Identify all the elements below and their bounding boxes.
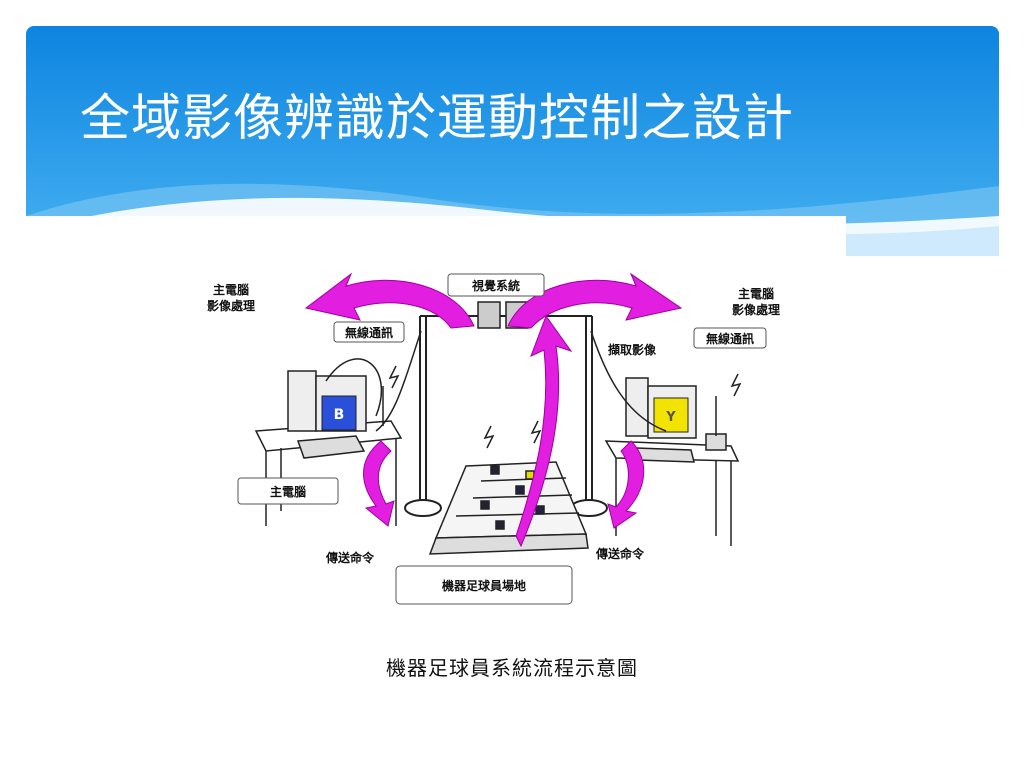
diagram-canvas: B Y: [26, 216, 846, 626]
right-wireless-label: 無線通訊: [693, 327, 767, 349]
vision-system-label: 視覺系統: [447, 273, 545, 297]
svg-text:主電腦: 主電腦: [270, 484, 306, 499]
svg-text:B: B: [334, 407, 345, 423]
camera-stand: [404, 315, 608, 517]
svg-text:視覺系統: 視覺系統: [471, 278, 520, 293]
antenna-icons: [382, 365, 742, 449]
svg-text:機器足球員場地: 機器足球員場地: [442, 578, 526, 593]
left-pc-label-line1: 主電腦: [213, 282, 249, 297]
capture-image-label: 擷取影像: [608, 342, 657, 357]
svg-text:Y: Y: [665, 410, 676, 425]
svg-text:無線通訊: 無線通訊: [345, 325, 393, 340]
diagram-caption: 機器足球員系統流程示意圖: [386, 656, 638, 680]
right-pc-label-line2: 影像處理: [732, 302, 780, 317]
field-label: 機器足球員場地: [395, 565, 573, 605]
data-flow-arrows: [304, 272, 683, 548]
soccer-field-icon: [428, 461, 589, 555]
right-pc-label-line1: 主電腦: [738, 286, 774, 301]
right-monitor-screen: Y: [653, 397, 689, 433]
left-send-command-label: 傳送命令: [325, 550, 375, 565]
right-send-command-label: 傳送命令: [595, 546, 645, 561]
system-flow-diagram: B Y: [26, 216, 846, 626]
left-monitor-screen: B: [321, 395, 357, 431]
svg-text:無線通訊: 無線通訊: [706, 331, 754, 346]
left-pc-label-line2: 影像處理: [207, 298, 255, 313]
cables: [325, 330, 667, 432]
left-wireless-label: 無線通訊: [333, 321, 405, 343]
left-main-pc-label: 主電腦: [237, 477, 339, 505]
slide-title: 全域影像辨識於運動控制之設計: [80, 89, 794, 147]
